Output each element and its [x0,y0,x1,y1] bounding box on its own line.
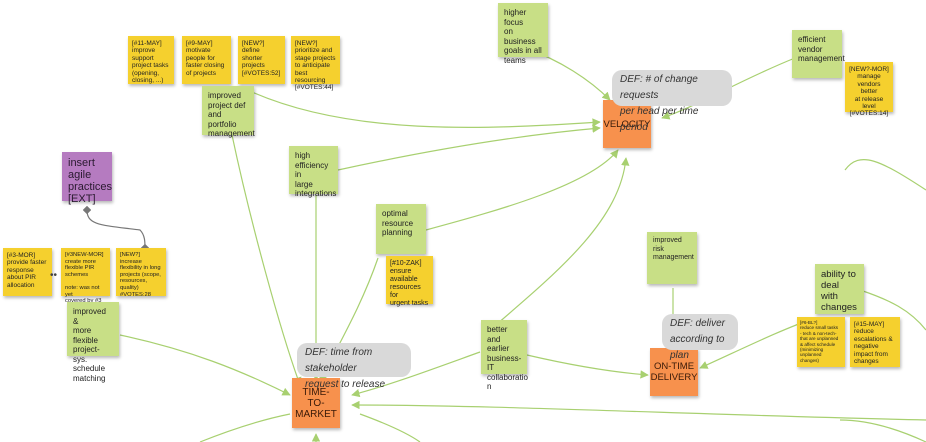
target-velocity[interactable]: VELOCITY [603,100,651,148]
target-velocity-label: VELOCITY [600,119,655,130]
note-zak[interactable]: [#10-ZAK] ensure available resources for… [386,256,433,307]
edge-right-lower [859,289,926,331]
edge-better-ttm [351,351,481,398]
edge-bottom-mid [359,413,421,442]
def-on-time-bubble: DEF: deliver according to plan [662,314,738,361]
edge-optimal-velocity [425,149,619,231]
note-better-earlier-text: better and earlier business-IT collabora… [487,325,528,391]
note-may11-text: [#11-MAY] improve support project tasks … [132,40,169,85]
note-optimal-resource-text: optimal resource planning [382,209,414,237]
target-on-time-delivery[interactable]: ON-TIME DELIVERY [650,348,698,396]
note-bl-small-tasks-text: [#6-BL?] reduce small tasks - tech & non… [800,320,839,363]
note-new-prioritize[interactable]: [NEW?] prioritize and stage projects to … [291,36,340,91]
note-new-flex-text: [NEW?] increase flexibility in long proj… [120,252,161,298]
note-insert-agile[interactable]: insert agile practices [EXT] [62,152,112,205]
note-improved-project-def-text: improved project def and portfolio manag… [208,91,255,138]
note-new-mor-vendors-text: [NEW?-MOR] manage vendors better at rele… [849,66,889,118]
note-improved-risk[interactable]: improved risk management [647,232,697,284]
edge-bottom-left [199,413,291,442]
note-better-earlier[interactable]: better and earlier business-IT collabora… [481,320,528,391]
note-may9-text: [#9-MAY] motivate people for faster clos… [186,40,225,77]
note-may9[interactable]: [#9-MAY] motivate people for faster clos… [182,36,231,84]
note-new-flex[interactable]: [NEW?] increase flexibility in long proj… [116,248,166,298]
edge-improved-def-ttm [231,134,302,386]
def-velocity-bubble: DEF: # of change requests per head per t… [612,70,732,133]
edge-right-bottom [839,419,926,442]
note-ability-changes[interactable]: ability to deal with changes [815,264,864,314]
note-improved-flexible[interactable]: improved & more flexible project-sys. sc… [67,302,119,383]
note-efficient-vendor-text: efficient vendor management [798,35,845,63]
connector-dots: •• [50,270,58,281]
note-bl-small-tasks[interactable]: [#6-BL?] reduce small tasks - tech & non… [797,317,845,367]
target-on-time-delivery-label: ON-TIME DELIVERY [650,361,698,383]
note-new-mor3-text: [#3NEW-MOR] create more flexible PIR sch… [65,252,104,304]
note-mor3-text: [#3-MOR] provide faster response about P… [7,252,47,289]
note-optimal-resource[interactable]: optimal resource planning [376,204,426,254]
note-high-efficiency[interactable]: high efficiency in large integrations [289,146,338,198]
edge-agile-flex [82,205,150,253]
note-insert-agile-text: insert agile practices [EXT] [68,157,113,205]
note-may15-text: [#15-MAY] reduce escalations & negative … [854,321,893,366]
edge-improved-def-velocity [251,91,601,128]
target-time-to-market-label: TIME- TO- MARKET [295,387,337,420]
note-efficient-vendor[interactable]: efficient vendor management [792,30,845,78]
def-time-to-market-bubble: DEF: time from stakeholder request to re… [297,343,411,390]
edge-flexible-ttm [119,334,291,396]
edge-right-upper [844,159,926,191]
edge-right-ttm [351,400,926,421]
note-may11[interactable]: [#11-MAY] improve support project tasks … [128,36,174,84]
note-improved-risk-text: improved risk management [653,237,694,261]
note-higher-focus[interactable]: higher focus on business goals in all te… [498,3,548,65]
note-new-prioritize-text: [NEW?] prioritize and stage projects to … [295,40,336,92]
note-ability-changes-text: ability to deal with changes [821,269,857,313]
edge-better-velocity [489,157,630,331]
note-improved-flexible-text: improved & more flexible project-sys. sc… [73,307,106,383]
note-mor3[interactable]: [#3-MOR] provide faster response about P… [3,248,52,296]
target-time-to-market[interactable]: TIME- TO- MARKET [292,378,340,428]
note-new-shorter-text: [NEW?] define shorter projects [#VOTES:5… [242,40,281,77]
note-new-shorter[interactable]: [NEW?] define shorter projects [#VOTES:5… [238,36,285,84]
edge-high-eff-velocity [337,124,601,171]
note-zak-text: [#10-ZAK] ensure available resources for… [390,260,429,307]
note-may15[interactable]: [#15-MAY] reduce escalations & negative … [850,317,900,367]
note-higher-focus-text: higher focus on business goals in all te… [504,8,542,65]
edge-better-ontime [526,354,649,379]
note-new-mor3[interactable]: [#3NEW-MOR] create more flexible PIR sch… [61,248,110,304]
note-high-efficiency-text: high efficiency in large integrations [295,151,337,198]
note-new-mor-vendors[interactable]: [NEW?-MOR] manage vendors better at rele… [845,62,893,117]
note-improved-project-def[interactable]: improved project def and portfolio manag… [202,86,255,138]
